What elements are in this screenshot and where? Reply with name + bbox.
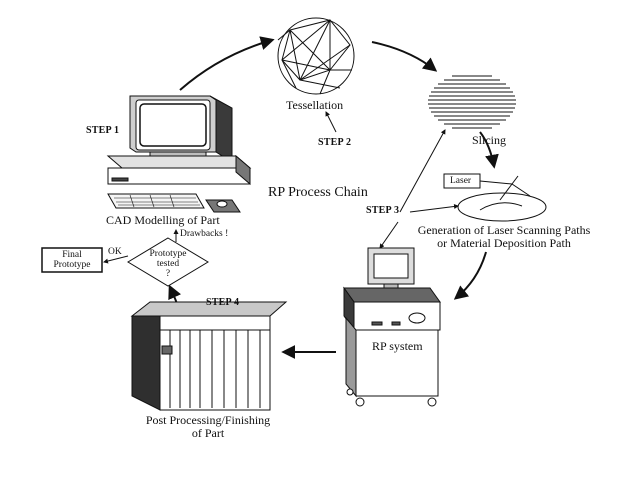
step-3-label: STEP 3 xyxy=(366,205,400,216)
prototype-tested-line3: ? xyxy=(165,268,171,279)
post-processing-label: Post Processing/Finishing of Part xyxy=(136,414,280,439)
arrow-step3-to-laser xyxy=(409,204,459,213)
arrow-cad-to-tessellation xyxy=(179,36,275,91)
slicing-stack xyxy=(428,75,516,129)
arrow-generation-to-rp xyxy=(453,251,487,300)
arrow-step3-to-slicing xyxy=(399,129,446,213)
prototype-tested-label: Prototype tested ? xyxy=(138,249,198,280)
rp-system-machine xyxy=(343,247,441,407)
final-prototype-label: Final Prototype xyxy=(42,250,102,271)
post-processing-label-line1: Post Processing/Finishing xyxy=(145,413,271,427)
final-prototype-line1: Final xyxy=(62,250,82,260)
rp-system-label: RP system xyxy=(372,339,423,353)
slicing-label: Slicing xyxy=(472,133,507,147)
laser-label: Laser xyxy=(450,176,472,186)
arrow-step3-to-rp xyxy=(379,221,399,249)
arrow-slicing-to-laser xyxy=(479,131,499,169)
final-prototype-line2: Prototype xyxy=(53,260,91,271)
arrow-ok-to-final xyxy=(103,255,129,264)
tessellation-label: Tessellation xyxy=(286,98,344,112)
tessellation-sphere xyxy=(277,17,355,95)
arrow-step2-pointer xyxy=(325,111,337,133)
prototype-tested-diamond xyxy=(127,237,209,287)
ok-label: OK xyxy=(108,247,122,257)
drawbacks-label: Drawbacks ! xyxy=(180,229,229,239)
cad-workstation xyxy=(106,95,252,213)
prototype-tested-line1: Prototype xyxy=(149,249,187,259)
generation-label-line1: Generation of Laser Scanning Paths xyxy=(417,223,591,237)
laser-scanning-illustration xyxy=(443,173,547,222)
generation-label-line2: or Material Deposition Path xyxy=(437,236,571,250)
step-4-label: STEP 4 xyxy=(206,297,240,308)
step-1-label: STEP 1 xyxy=(86,125,120,136)
rp-process-chain-title: RP Process Chain xyxy=(268,185,368,200)
post-processing-label-line2: of Part xyxy=(191,426,225,440)
prototype-tested-line2: tested xyxy=(156,258,180,269)
generation-label: Generation of Laser Scanning Paths or Ma… xyxy=(406,224,602,249)
arrow-tessellation-to-slicing xyxy=(371,41,438,72)
post-processing-machine xyxy=(130,301,288,411)
final-prototype-box xyxy=(41,247,103,273)
step-2-label: STEP 2 xyxy=(318,137,352,148)
cad-modelling-label: CAD Modelling of Part xyxy=(106,213,220,227)
